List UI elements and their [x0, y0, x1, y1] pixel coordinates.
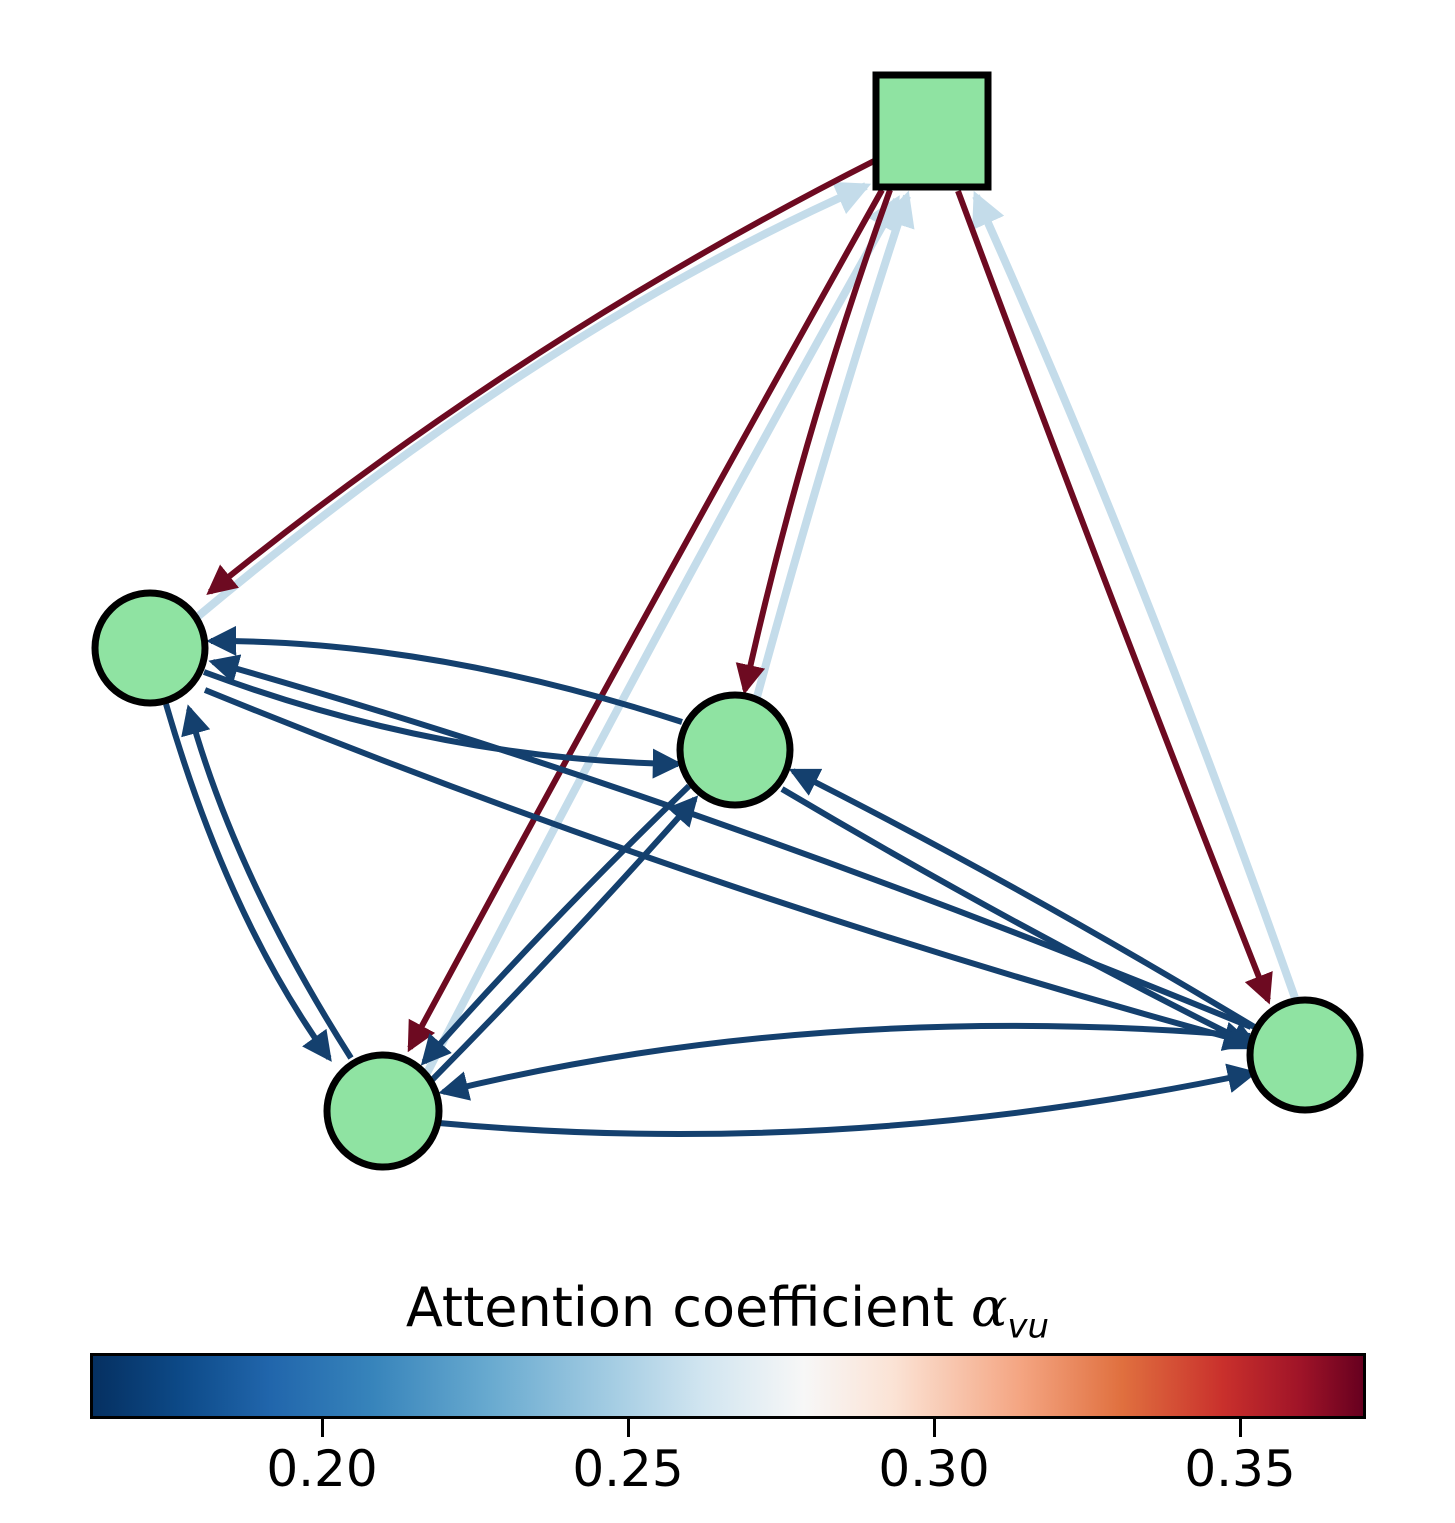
edge-n4-n3 — [438, 1022, 1251, 1101]
colorbar-gradient — [93, 1356, 1363, 1416]
node-n4-circle[interactable] — [1246, 996, 1364, 1114]
alpha-symbol: α — [970, 1276, 1008, 1339]
colorbar-tick-label-1: 0.25 — [572, 1440, 684, 1498]
colorbar-title: Attention coefficient αvu — [0, 1276, 1455, 1347]
node-n2-circle[interactable] — [676, 691, 794, 809]
colorbar-tick-2 — [933, 1419, 936, 1437]
edge-n2-n1 — [206, 625, 683, 725]
colorbar[interactable] — [90, 1353, 1366, 1419]
edge-n4-n2 — [788, 768, 1258, 1031]
edge-n0-n4 — [955, 189, 1273, 1005]
edge-n0-n3 — [407, 188, 885, 1053]
edge-n1-n3 — [163, 703, 332, 1062]
colorbar-tick-1 — [627, 1419, 630, 1437]
edge-n2-n4 — [780, 786, 1261, 1050]
edge-n3-n0 — [423, 195, 901, 1075]
node-n0-square[interactable] — [872, 71, 992, 191]
edge-n1-n2 — [202, 669, 683, 779]
colorbar-tick-marks — [0, 1419, 1455, 1449]
edge-n2-n0 — [753, 190, 915, 699]
alpha-subscript: vu — [1007, 1306, 1050, 1347]
colorbar-tick-3 — [1239, 1419, 1242, 1437]
colorbar-tick-label-2: 0.30 — [878, 1440, 990, 1498]
node-layer — [91, 71, 1364, 1171]
edge-n0-n2 — [735, 188, 893, 695]
edge-layer — [163, 157, 1299, 1138]
edge-n3-n4 — [438, 1063, 1258, 1138]
colorbar-tick-label-3: 0.35 — [1184, 1440, 1296, 1498]
colorbar-tick-labels: 0.20 0.25 0.30 0.35 — [0, 1440, 1455, 1510]
edge-n0-n1 — [206, 157, 878, 596]
edge-n3-n2 — [429, 795, 699, 1083]
colorbar-title-text: Attention coefficient — [405, 1276, 971, 1339]
edge-n1-n0 — [193, 181, 872, 622]
colorbar-tick-0 — [321, 1419, 324, 1437]
edge-n2-n3 — [420, 783, 692, 1066]
edge-n3-n1 — [181, 704, 354, 1060]
edge-n1-n4 — [203, 687, 1254, 1051]
node-n1-circle[interactable] — [91, 589, 209, 707]
edge-n4-n0 — [972, 190, 1299, 1000]
colorbar-tick-label-0: 0.20 — [266, 1440, 378, 1498]
node-n3-circle[interactable] — [323, 1051, 443, 1171]
